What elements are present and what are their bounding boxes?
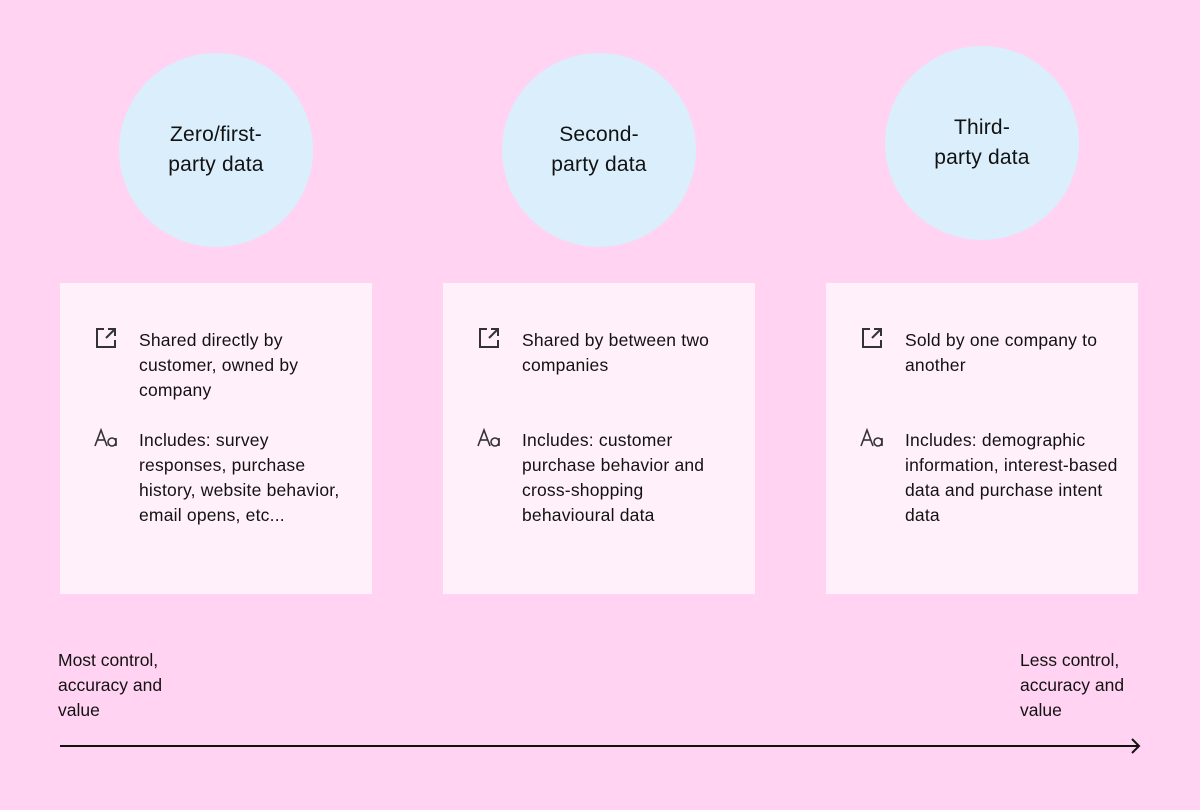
axis-left-label: Most control, accuracy and value bbox=[58, 650, 163, 720]
card-third-party: Sold by one company to another Includes:… bbox=[826, 283, 1138, 594]
source-text: Sold by one company to another bbox=[905, 330, 1098, 375]
typography-icon bbox=[94, 427, 117, 447]
source-text: Shared directly by customer, owned by co… bbox=[139, 330, 299, 400]
card-second-party: Shared by between two companies Includes… bbox=[443, 283, 755, 594]
axis-right-label: Less control, accuracy and value bbox=[1020, 650, 1125, 720]
source-row: Sold by one company to another bbox=[860, 328, 1120, 378]
circle-label-line1: Second- bbox=[559, 123, 639, 146]
includes-row: Includes: customer purchase behavior and… bbox=[477, 427, 737, 528]
circle-second-party: Second-party data bbox=[502, 53, 696, 247]
includes-row: Includes: demographic information, inter… bbox=[860, 427, 1120, 528]
circle-label-line2: party data bbox=[934, 146, 1030, 169]
circle-third-party: Third-party data bbox=[885, 46, 1079, 240]
source-row: Shared by between two companies bbox=[477, 328, 737, 378]
circle-label-line2: party data bbox=[168, 153, 264, 176]
circle-zero-first-party: Zero/first-party data bbox=[119, 53, 313, 247]
arrow-right-icon bbox=[60, 738, 1141, 754]
external-link-icon bbox=[96, 328, 116, 348]
circle-label-line2: party data bbox=[551, 153, 647, 176]
card-zero-first-party: Shared directly by customer, owned by co… bbox=[60, 283, 372, 594]
includes-text: Includes: demographic information, inter… bbox=[905, 430, 1118, 525]
circle-label-line1: Zero/first- bbox=[169, 123, 263, 146]
includes-row: Includes: survey responses, purchase his… bbox=[94, 427, 354, 528]
circle-label-line1: Third- bbox=[953, 116, 1011, 139]
source-row: Shared directly by customer, owned by co… bbox=[94, 328, 354, 403]
external-link-icon bbox=[862, 328, 882, 348]
includes-text: Includes: customer purchase behavior and… bbox=[522, 430, 705, 525]
includes-text: Includes: survey responses, purchase his… bbox=[139, 430, 340, 525]
external-link-icon bbox=[479, 328, 499, 348]
source-text: Shared by between two companies bbox=[522, 330, 710, 375]
typography-icon bbox=[477, 427, 500, 447]
typography-icon bbox=[860, 427, 883, 447]
